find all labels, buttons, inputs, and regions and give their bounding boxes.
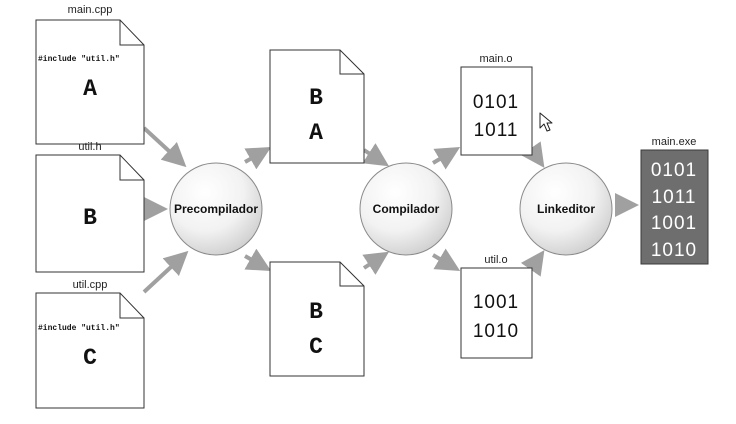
file-main-cpp: main.cpp #include "util.h" A <box>35 4 145 145</box>
preprocessed-top: B A <box>269 49 365 164</box>
arrow-top-to-compiler <box>362 143 390 167</box>
file-content: B <box>83 205 97 231</box>
arrows <box>142 126 639 294</box>
binary-line: 1011 <box>652 187 697 208</box>
binary-line: 1011 <box>474 120 519 141</box>
object-util-o: util.o 1001 1010 <box>460 254 533 359</box>
arrow-main-cpp-to-precompiler <box>142 126 187 168</box>
arrow-util-cpp-to-precompiler <box>142 250 189 294</box>
include-directive: #include "util.h" <box>38 55 120 64</box>
unit-line: B <box>309 299 323 325</box>
file-content: C <box>83 345 97 371</box>
node-label: Precompilador <box>174 202 258 216</box>
node-linker: Linkeditor <box>519 162 613 256</box>
preprocessed-bottom: B C <box>269 261 365 377</box>
node-label: Linkeditor <box>537 202 595 216</box>
file-name-label: main.cpp <box>68 4 113 16</box>
binary-line: 1001 <box>473 292 519 313</box>
binary-line: 1001 <box>651 213 697 234</box>
binary-line: 1010 <box>473 321 519 342</box>
unit-line: A <box>309 120 323 146</box>
arrow-precompiler-to-top <box>244 147 272 170</box>
arrow-bottom-to-compiler <box>362 251 390 275</box>
node-precompiler: Precompilador <box>169 162 263 256</box>
binary-line: 0101 <box>651 160 697 181</box>
binary-line: 1010 <box>651 240 697 261</box>
file-util-h: util.h B <box>35 141 145 273</box>
node-compiler: Compilador <box>359 162 453 256</box>
unit-line: C <box>309 334 323 360</box>
object-name-label: main.o <box>479 53 512 65</box>
include-directive: #include "util.h" <box>38 324 120 333</box>
file-content: A <box>83 76 97 102</box>
file-name-label: util.h <box>78 141 101 153</box>
binary-line: 0101 <box>473 92 519 113</box>
object-name-label: util.o <box>484 254 507 266</box>
mouse-cursor-icon <box>539 112 553 132</box>
node-label: Compilador <box>373 202 440 216</box>
arrow-compiler-to-main-o <box>431 146 461 170</box>
exe-name-label: main.exe <box>652 136 697 148</box>
arrow-precompiler-to-bottom <box>244 248 272 271</box>
file-name-label: util.cpp <box>73 279 108 291</box>
object-main-o: main.o 0101 1011 <box>460 53 533 156</box>
arrow-util-o-to-linker <box>520 250 545 277</box>
file-util-cpp: util.cpp #include "util.h" C <box>35 279 145 409</box>
executable-main-exe: main.exe 0101 1011 1001 1010 <box>640 136 709 265</box>
arrow-main-o-to-linker <box>520 141 545 168</box>
unit-line: B <box>309 85 323 111</box>
arrow-compiler-to-util-o <box>431 248 461 272</box>
